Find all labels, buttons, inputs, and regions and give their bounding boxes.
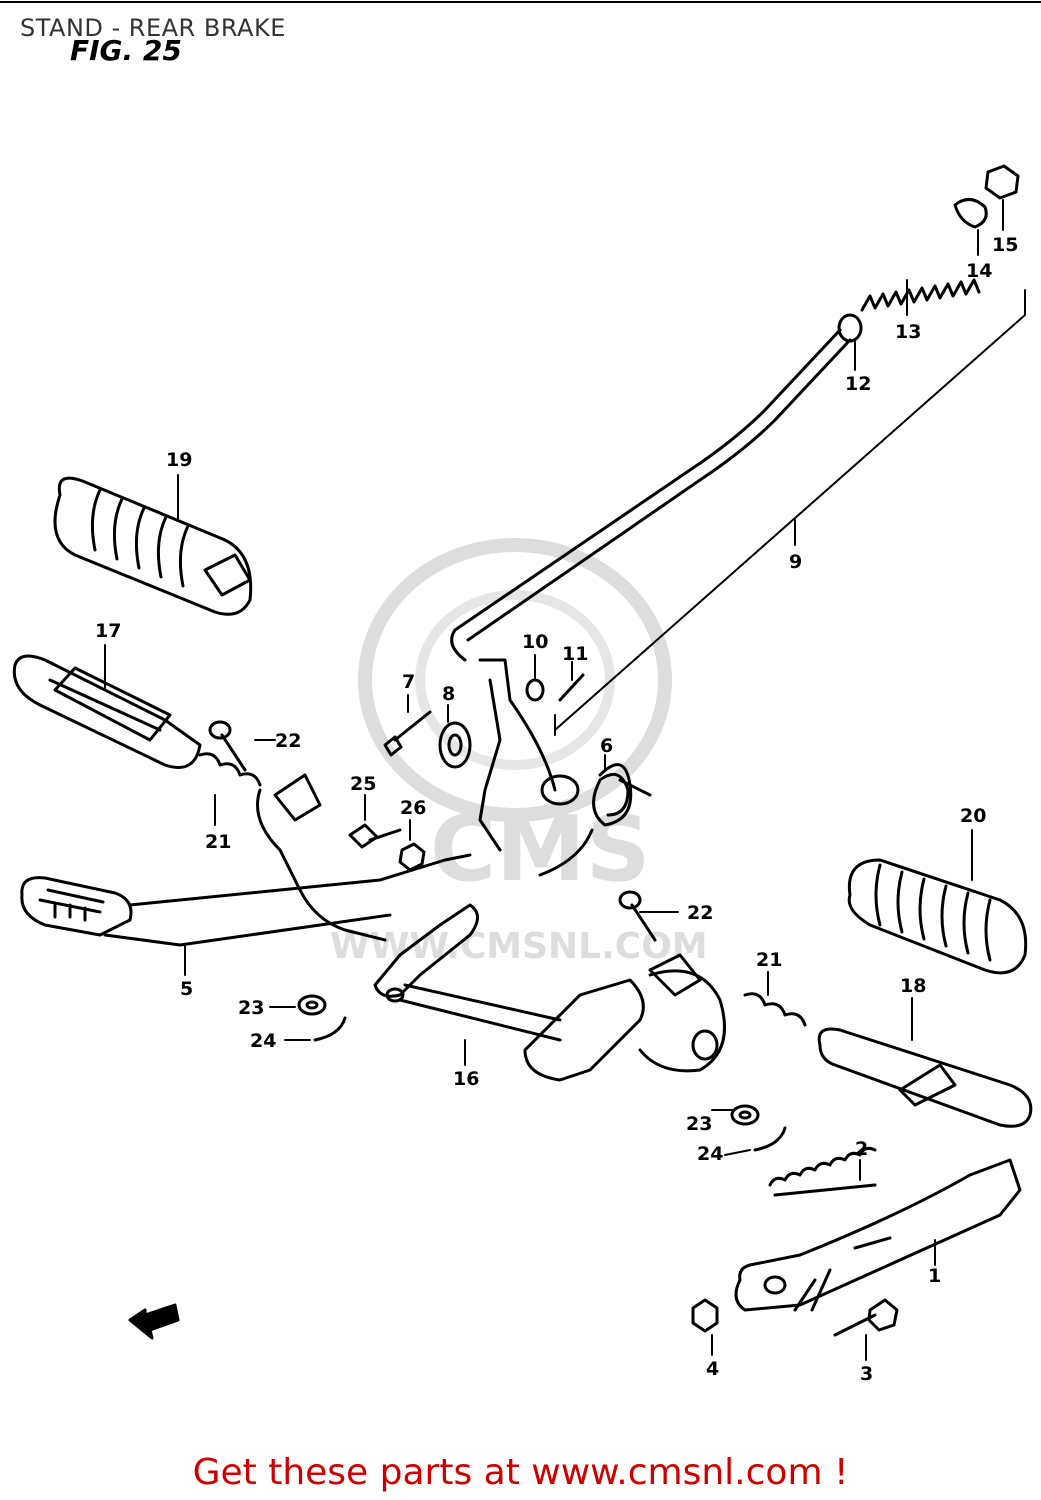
pin-part-22-right (618, 890, 679, 942)
callout-14: 14 (966, 260, 992, 282)
washer-part-12 (837, 313, 863, 343)
cotter-pin-part-24-right (753, 1126, 787, 1152)
stand-spring-part-2 (768, 1146, 877, 1197)
callout-4: 4 (706, 1358, 719, 1380)
footrest-bracket-part-18 (817, 1027, 1033, 1128)
callout-26: 26 (400, 797, 426, 819)
cotter-pin-part-24-left (313, 1016, 347, 1042)
callout-5: 5 (180, 978, 193, 1000)
rod-joint-part-14 (953, 198, 988, 229)
washer-part-10 (525, 678, 545, 702)
stand-shaft-part-16 (373, 903, 726, 1082)
spring-part-21-left (198, 752, 262, 787)
callout-6: 6 (600, 735, 613, 757)
callout-23-left: 23 (238, 997, 264, 1019)
pin-part-22-left (208, 720, 276, 772)
callout-2: 2 (855, 1138, 868, 1160)
cotter-pin-part-11 (558, 673, 585, 702)
callout-23-right: 23 (686, 1113, 712, 1135)
footer-call-to-action: Get these parts at www.cmsnl.com ! (0, 1452, 1041, 1493)
forward-direction-arrow-icon (128, 1303, 180, 1340)
callout-9: 9 (789, 551, 802, 573)
watermark-url: WWW.CMSNL.COM (330, 926, 708, 967)
adjust-nut-part-15 (984, 164, 1020, 200)
cms-watermark: CMS WWW.CMSNL.COM (330, 538, 708, 967)
callout-20: 20 (960, 805, 986, 827)
callout-24-right: 24 (697, 1143, 723, 1165)
washer-part-23-right (730, 1104, 760, 1126)
callout-10: 10 (522, 631, 548, 653)
callout-11: 11 (562, 643, 588, 665)
nut-part-4 (691, 1298, 719, 1333)
bolt-part-25 (348, 823, 402, 849)
return-spring-part-6 (538, 763, 652, 877)
callout-numbers: 1 2 3 4 5 6 7 8 9 10 11 12 13 14 15 16 1… (95, 234, 1018, 1385)
callout-leader-lines (104, 199, 1004, 1361)
callout-22-right: 22 (687, 902, 713, 924)
callout-8: 8 (442, 683, 455, 705)
callout-22-left: 22 (275, 730, 301, 752)
callout-7: 7 (402, 671, 415, 693)
footrest-rubber-part-19 (53, 476, 253, 616)
cmsnl-link[interactable]: www.cmsnl.com (531, 1452, 823, 1493)
callout-16: 16 (453, 1068, 479, 1090)
washer-part-8 (438, 721, 472, 769)
callout-19: 19 (166, 449, 192, 471)
callout-17: 17 (95, 620, 121, 642)
brake-rod-part-9 (450, 289, 1026, 736)
footer-cta-prefix: Get these parts at (192, 1452, 532, 1493)
page-title: STAND - REAR BRAKE (20, 14, 286, 42)
footrest-bracket-part-17 (12, 654, 202, 769)
callout-1: 1 (928, 1265, 941, 1287)
callout-21-right: 21 (756, 949, 782, 971)
brake-lever-arm (478, 658, 580, 852)
callout-3: 3 (860, 1363, 873, 1385)
nut-part-26 (398, 842, 426, 872)
side-stand-part-1 (734, 1158, 1022, 1312)
callout-13: 13 (895, 321, 921, 343)
callout-12: 12 (845, 373, 871, 395)
callout-24-left: 24 (250, 1030, 276, 1052)
callout-18: 18 (900, 975, 926, 997)
footer-cta-suffix: ! (822, 1452, 849, 1493)
bolt-part-7 (383, 710, 432, 757)
figure-label: FIG. 25 (70, 34, 182, 67)
spring-part-21-right (743, 992, 807, 1027)
footrest-rubber-part-20 (847, 858, 1028, 975)
spring-part-13 (860, 278, 981, 312)
callout-25: 25 (350, 773, 376, 795)
callout-21-left: 21 (205, 831, 231, 853)
callout-15: 15 (992, 234, 1018, 256)
pivot-bolt-part-3 (833, 1298, 899, 1337)
washer-part-23-left (297, 994, 327, 1016)
